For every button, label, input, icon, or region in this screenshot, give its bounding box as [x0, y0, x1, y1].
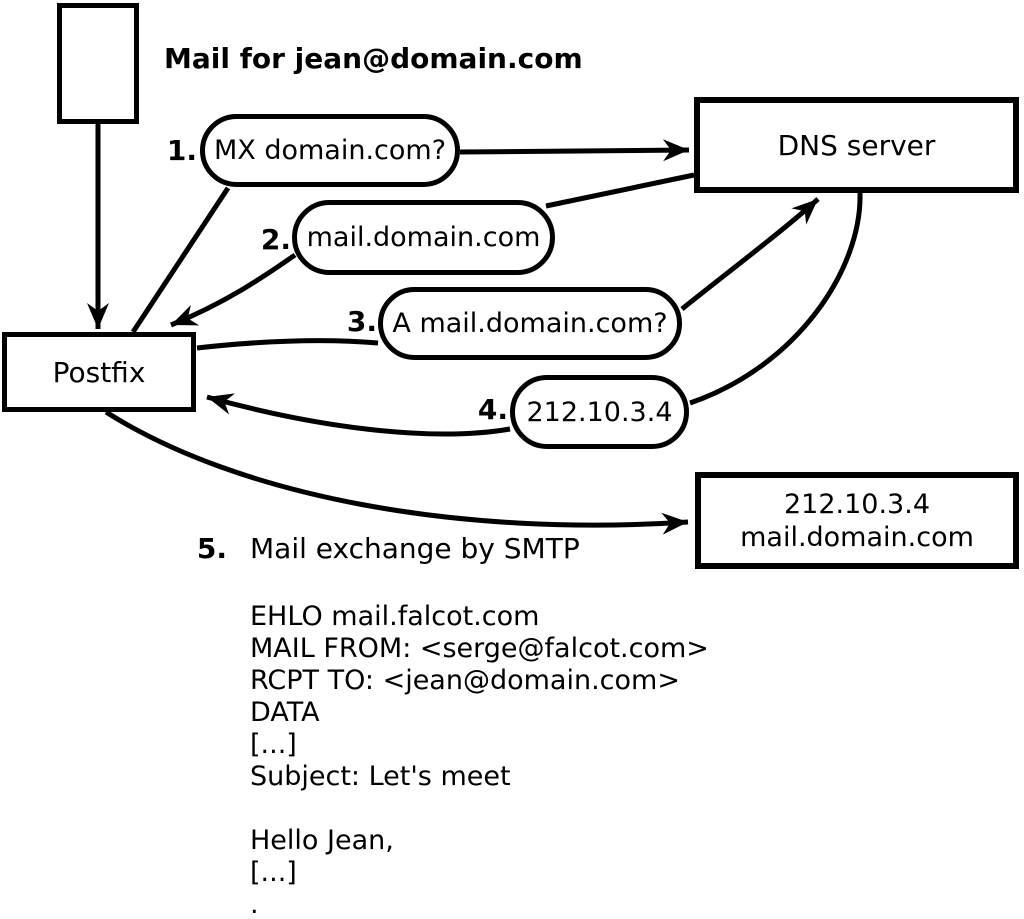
mail-for-label: Mail for jean@domain.com [164, 42, 583, 75]
step-number-5: 5. [196, 532, 227, 565]
line-dns-to-mx-answer [545, 172, 695, 209]
line-postfix-to-a-query [196, 338, 379, 351]
smtp-line: DATA [250, 697, 320, 728]
query-pill-mx: MX domain.com? [200, 114, 460, 187]
query-pill-a-label: A mail.domain.com? [392, 308, 668, 339]
smtp-line: . [250, 889, 259, 919]
smtp-line: [...] [250, 729, 297, 760]
line-dns-to-a-answer [689, 192, 863, 406]
smtp-line [250, 793, 709, 825]
smtp-line: [...] [250, 857, 297, 888]
smtp-line: Hello Jean, [250, 825, 394, 856]
arrow-mx-query-to-dns [459, 139, 690, 162]
node-mail-server: 212.10.3.4 mail.domain.com [695, 472, 1019, 569]
query-pill-mx-label: MX domain.com? [213, 135, 447, 166]
node-postfix: Postfix [2, 332, 196, 412]
answer-pill-a-label: 212.10.3.4 [526, 396, 673, 428]
smtp-line: RCPT TO: <jean@domain.com> [250, 665, 680, 696]
mail-server-ip: 212.10.3.4 [784, 488, 930, 520]
step-number-1: 1. [166, 134, 197, 167]
smtp-line: Subject: Let's meet [250, 761, 511, 792]
mail-server-hostname: mail.domain.com [740, 521, 974, 553]
arrow-postfix-smtp-to-mailserver [104, 409, 689, 535]
step-number-2: 2. [260, 223, 291, 256]
smtp-line: EHLO mail.falcot.com [250, 601, 540, 632]
step-number-3: 3. [346, 305, 377, 338]
arrow-mx-answer-to-postfix [170, 252, 297, 328]
arrow-a-query-to-dns [680, 197, 820, 311]
smtp-line: MAIL FROM: <serge@falcot.com> [250, 633, 709, 664]
step5-label: Mail exchange by SMTP [250, 532, 580, 565]
line-postfix-to-mx-query [130, 186, 231, 334]
answer-pill-a: 212.10.3.4 [510, 375, 689, 449]
mail-envelope-icon [57, 3, 139, 124]
arrow-a-answer-to-postfix [206, 393, 511, 437]
dns-server-label: DNS server [777, 128, 936, 162]
answer-pill-mx: mail.domain.com [292, 200, 555, 275]
answer-pill-mx-label: mail.domain.com [306, 222, 541, 253]
query-pill-a: A mail.domain.com? [378, 287, 682, 360]
smtp-session-text: EHLO mail.falcot.com MAIL FROM: <serge@f… [250, 601, 709, 919]
postfix-label: Postfix [52, 355, 146, 389]
step-number-4: 4. [477, 393, 508, 426]
node-dns-server: DNS server [694, 97, 1019, 193]
